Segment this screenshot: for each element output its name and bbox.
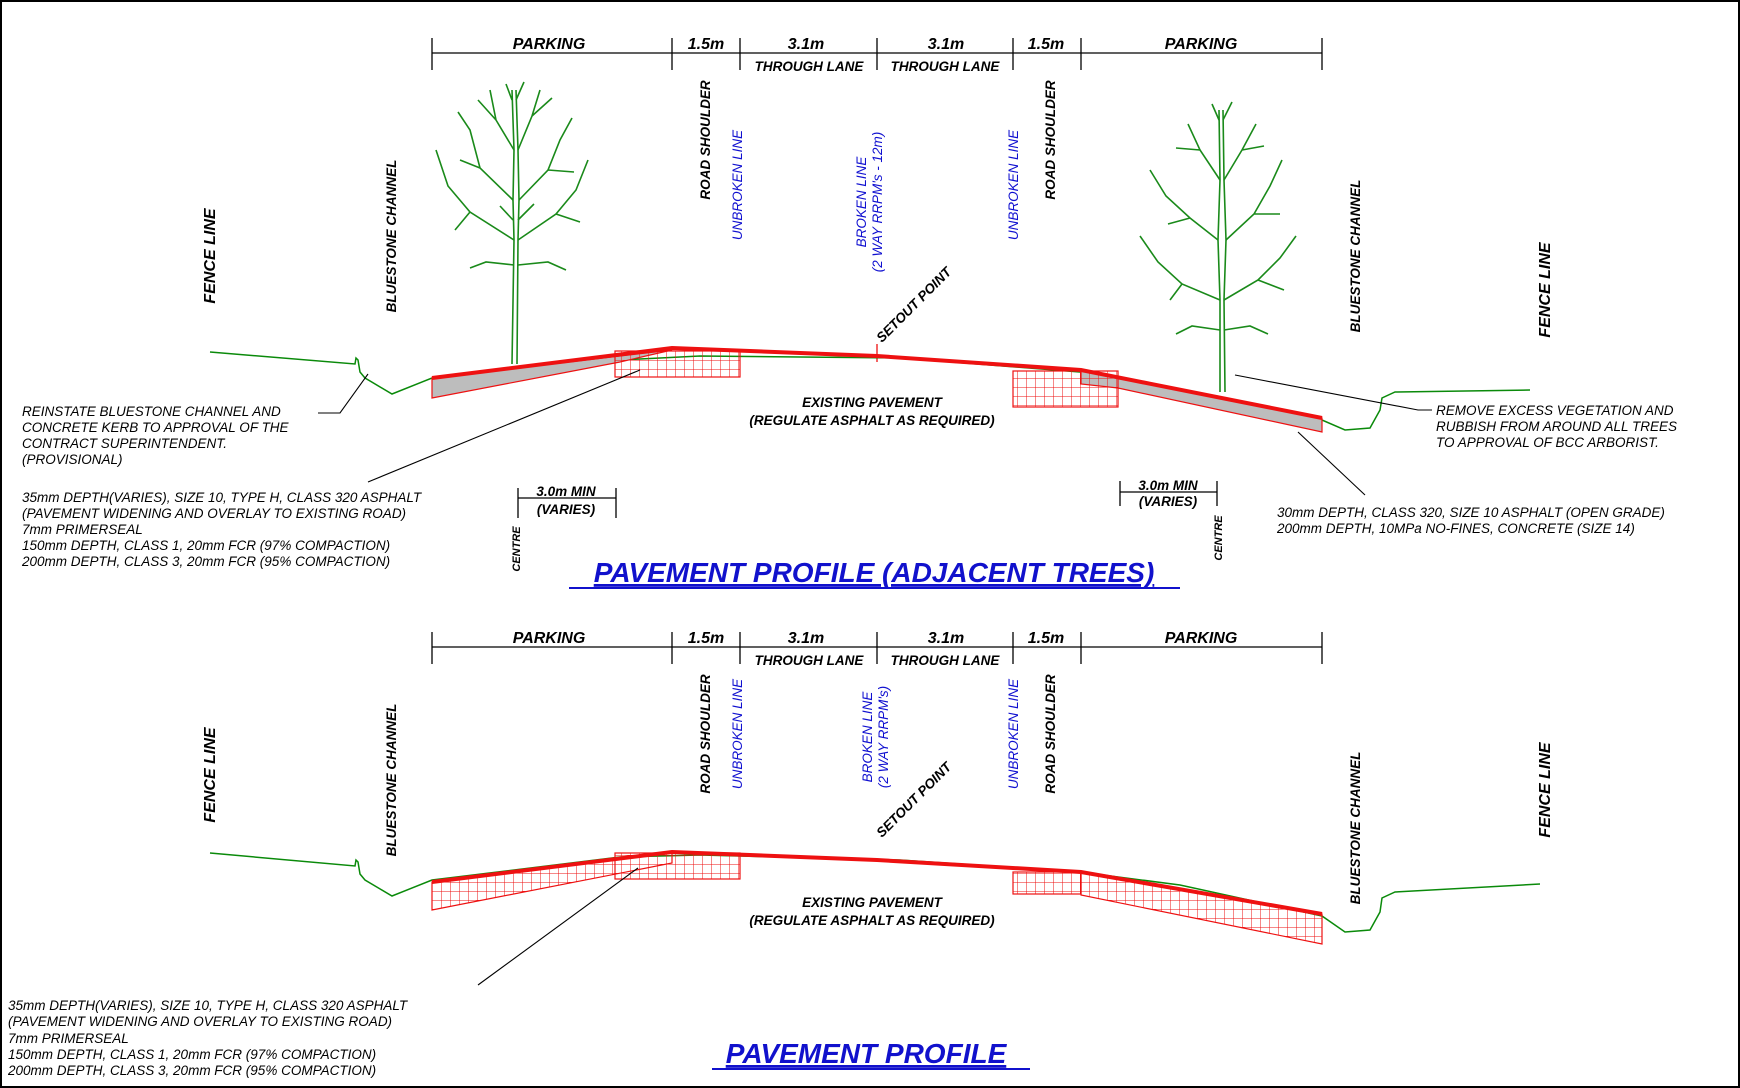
top-dim-parking-right: PARKING — [1165, 36, 1238, 53]
top-min-right-varies: (VARIES) — [1139, 494, 1198, 509]
bottom-broken-line-2: (2 WAY RRPM's) — [876, 686, 891, 788]
top-min-dim-right: 3.0m MIN (VARIES) CENTRE — [1119, 478, 1225, 561]
tree-left-icon — [435, 81, 589, 365]
bottom-leader-asphalt — [477, 867, 639, 986]
top-note-vegetation-1: REMOVE EXCESS VEGETATION AND — [1436, 403, 1674, 418]
top-note-vegetation-2: RUBBISH FROM AROUND ALL TREES — [1436, 419, 1677, 434]
top-bluestone-channel-right: BLUESTONE CHANNEL — [1348, 180, 1363, 333]
top-centre-right: CENTRE — [1213, 515, 1225, 561]
bottom-bluestone-channel-right: BLUESTONE CHANNEL — [1348, 752, 1363, 905]
top-note-open-grade-2: 200mm DEPTH, 10MPa NO-FINES, CONCRETE (S… — [1276, 521, 1635, 536]
top-setout-point: SETOUT POINT — [873, 263, 955, 345]
top-unbroken-line-left: UNBROKEN LINE — [730, 129, 745, 240]
top-dim-through-lane-right: THROUGH LANE — [891, 59, 1001, 74]
top-broken-line-1: BROKEN LINE — [854, 156, 869, 248]
bottom-dimension-line: PARKING 1.5m 3.1m 3.1m 1.5m PARKING THRO… — [431, 630, 1323, 668]
top-note-reinstate: REINSTATE BLUESTONE CHANNEL AND CONCRETE… — [22, 404, 290, 467]
top-note-open-grade-1: 30mm DEPTH, CLASS 320, SIZE 10 ASPHALT (… — [1277, 505, 1665, 520]
top-leader-open-grade — [1297, 431, 1366, 496]
bottom-broken-line-1: BROKEN LINE — [860, 691, 875, 783]
top-note-reinstate-1: REINSTATE BLUESTONE CHANNEL AND — [22, 404, 281, 419]
top-dim-lane-right: 3.1m — [928, 36, 964, 53]
bottom-dim-shoulder-right: 1.5m — [1028, 630, 1064, 647]
top-unbroken-line-right: UNBROKEN LINE — [1006, 129, 1021, 240]
top-dim-through-lane-left: THROUGH LANE — [755, 59, 865, 74]
top-dim-lane-left: 3.1m — [788, 36, 824, 53]
bottom-note-asphalt-5: 200mm DEPTH, CLASS 3, 20mm FCR (95% COMP… — [7, 1063, 376, 1078]
bottom-dim-shoulder-left: 1.5m — [688, 630, 724, 647]
bottom-note-asphalt-4: 150mm DEPTH, CLASS 1, 20mm FCR (97% COMP… — [8, 1047, 376, 1062]
top-hatch-left — [614, 350, 741, 378]
top-leader-vegetation — [1234, 374, 1432, 411]
top-fence-line-left: FENCE LINE — [202, 207, 219, 303]
top-note-vegetation: REMOVE EXCESS VEGETATION AND RUBBISH FRO… — [1436, 403, 1677, 450]
top-ground-line — [209, 351, 1531, 431]
top-note-reinstate-2: CONCRETE KERB TO APPROVAL OF THE — [22, 420, 290, 435]
bottom-fence-line-right: FENCE LINE — [1537, 741, 1554, 837]
top-leader-asphalt — [367, 369, 641, 483]
bottom-unbroken-line-left: UNBROKEN LINE — [730, 678, 745, 789]
bottom-road-shoulder-left: ROAD SHOULDER — [698, 674, 713, 794]
bottom-unbroken-line-right: UNBROKEN LINE — [1006, 678, 1021, 789]
top-centre-left: CENTRE — [511, 526, 523, 572]
bottom-dim-through-lane-right: THROUGH LANE — [891, 653, 1001, 668]
bottom-note-asphalt-1: 35mm DEPTH(VARIES), SIZE 10, TYPE H, CLA… — [8, 998, 409, 1013]
bottom-dim-through-lane-left: THROUGH LANE — [755, 653, 865, 668]
bottom-bluestone-channel-left: BLUESTONE CHANNEL — [384, 704, 399, 857]
bottom-profile: PARKING 1.5m 3.1m 3.1m 1.5m PARKING THRO… — [7, 630, 1554, 1078]
top-regulate-asphalt: (REGULATE ASPHALT AS REQUIRED) — [749, 413, 995, 428]
top-min-left-label: 3.0m MIN — [536, 484, 596, 499]
top-min-left-varies: (VARIES) — [537, 502, 596, 517]
top-existing-pavement: EXISTING PAVEMENT — [802, 395, 944, 410]
top-dim-shoulder-right: 1.5m — [1028, 36, 1064, 53]
top-fence-line-right: FENCE LINE — [1537, 241, 1554, 337]
top-note-reinstate-3: CONTRACT SUPERINTENDENT. — [22, 436, 227, 451]
top-min-right-label: 3.0m MIN — [1138, 478, 1198, 493]
top-note-asphalt-2: (PAVEMENT WIDENING AND OVERLAY TO EXISTI… — [22, 506, 406, 521]
bottom-surface-line — [431, 849, 1323, 916]
bottom-existing-pavement: EXISTING PAVEMENT — [802, 895, 944, 910]
top-note-asphalt: 35mm DEPTH(VARIES), SIZE 10, TYPE H, CLA… — [21, 490, 423, 569]
bottom-dim-lane-right: 3.1m — [928, 630, 964, 647]
bottom-dim-lane-left: 3.1m — [788, 630, 824, 647]
bottom-regulate-asphalt: (REGULATE ASPHALT AS REQUIRED) — [749, 913, 995, 928]
top-min-dim-left: 3.0m MIN (VARIES) CENTRE — [511, 484, 617, 572]
top-broken-line-2: (2 WAY RRPM's - 12m) — [870, 132, 885, 273]
top-road-shoulder-left: ROAD SHOULDER — [698, 80, 713, 200]
top-title: PAVEMENT PROFILE (ADJACENT TREES) — [594, 557, 1155, 588]
top-note-asphalt-3: 7mm PRIMERSEAL — [22, 522, 143, 537]
top-road-shoulder-right: ROAD SHOULDER — [1043, 80, 1058, 200]
top-hatch-right — [1012, 370, 1119, 408]
top-note-asphalt-5: 200mm DEPTH, CLASS 3, 20mm FCR (95% COMP… — [21, 554, 390, 569]
top-note-reinstate-4: (PROVISIONAL) — [22, 452, 123, 467]
bottom-title: PAVEMENT PROFILE — [726, 1038, 1008, 1069]
top-note-vegetation-3: TO APPROVAL OF BCC ARBORIST. — [1436, 435, 1659, 450]
top-note-asphalt-1: 35mm DEPTH(VARIES), SIZE 10, TYPE H, CLA… — [22, 490, 423, 505]
bottom-note-asphalt-2: (PAVEMENT WIDENING AND OVERLAY TO EXISTI… — [8, 1014, 392, 1029]
top-profile: PARKING 1.5m 3.1m 3.1m 1.5m PARKING THRO… — [21, 36, 1677, 589]
top-note-open-grade: 30mm DEPTH, CLASS 320, SIZE 10 ASPHALT (… — [1276, 505, 1665, 536]
bottom-dim-parking-right: PARKING — [1165, 630, 1238, 647]
top-surface-line — [431, 345, 1323, 420]
tree-right-icon — [1139, 101, 1297, 393]
top-dim-shoulder-left: 1.5m — [688, 36, 724, 53]
top-dimension-line: PARKING 1.5m 3.1m 3.1m 1.5m PARKING THRO… — [431, 36, 1323, 74]
bottom-road-shoulder-right: ROAD SHOULDER — [1043, 674, 1058, 794]
bottom-hatch-mid-right — [1012, 871, 1082, 895]
bottom-fence-line-left: FENCE LINE — [202, 726, 219, 822]
bottom-dim-parking-left: PARKING — [513, 630, 586, 647]
top-leader-reinstate — [318, 373, 369, 414]
top-bluestone-channel-left: BLUESTONE CHANNEL — [384, 160, 399, 313]
bottom-note-asphalt: 35mm DEPTH(VARIES), SIZE 10, TYPE H, CLA… — [7, 998, 409, 1078]
top-dim-parking-left: PARKING — [513, 36, 586, 53]
bottom-note-asphalt-3: 7mm PRIMERSEAL — [8, 1031, 129, 1046]
top-note-asphalt-4: 150mm DEPTH, CLASS 1, 20mm FCR (97% COMP… — [22, 538, 390, 553]
bottom-hatch-mid-left — [614, 852, 741, 880]
